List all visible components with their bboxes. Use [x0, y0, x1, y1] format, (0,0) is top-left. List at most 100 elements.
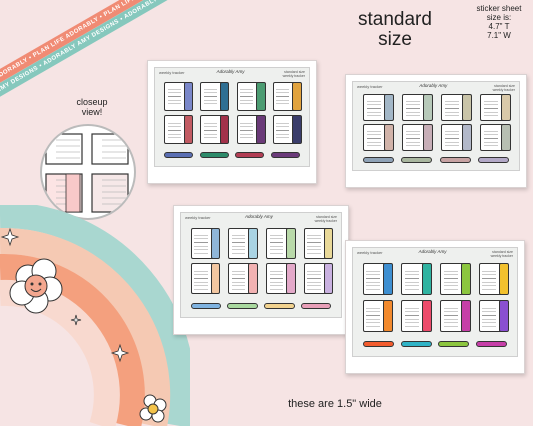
pen-row — [362, 156, 510, 165]
page-title: standard size — [345, 10, 445, 50]
sheet-name: weekly tracker — [159, 70, 185, 75]
notepad-strip — [256, 81, 266, 111]
notepad-lines — [167, 119, 181, 141]
notepad-lines — [444, 98, 459, 118]
caption: these are 1.5" wide — [288, 398, 382, 410]
notepad-sticker — [401, 300, 432, 333]
notepad-strip — [183, 115, 193, 145]
notepad-sticker — [480, 124, 512, 151]
notepad-sticker — [362, 300, 394, 333]
notepad-lines — [366, 98, 381, 118]
sheet-name: weekly tracker — [185, 215, 211, 220]
flower-small-icon — [139, 394, 167, 423]
notepad-lines — [307, 267, 321, 291]
notepad-lines — [194, 232, 208, 255]
notepad-lines — [443, 304, 458, 329]
notepad-strip — [183, 81, 193, 111]
notepad-lines — [240, 119, 254, 141]
sparkle-icon — [0, 227, 130, 363]
notepad-strip — [256, 115, 266, 145]
notepad-strip — [210, 263, 221, 295]
notepad-strip — [286, 263, 296, 295]
notepad-strip — [248, 263, 259, 295]
flower-icon — [9, 258, 63, 314]
notepad-sticker — [265, 263, 296, 295]
notepad-lines — [269, 232, 283, 255]
notepad-strip — [210, 227, 221, 259]
notepad-sticker — [362, 124, 394, 151]
notepad-strip — [323, 227, 334, 259]
notepad-sticker — [236, 81, 266, 111]
sheet-logo: Adorably Amy — [245, 214, 273, 219]
notepad-lines — [276, 119, 290, 141]
notepad-strip — [383, 300, 394, 333]
sheet-note: standard size weekly tracker — [492, 84, 515, 92]
pen-sticker — [199, 152, 229, 159]
notepad-sticker — [401, 263, 432, 296]
notepad-strip — [501, 124, 512, 151]
pen-sticker — [190, 302, 221, 309]
sheet-note: standard size weekly tracker — [282, 70, 305, 78]
notepad-strip — [501, 94, 512, 121]
notepad-sticker — [303, 263, 334, 295]
closeup-label: closeup view! — [62, 97, 122, 117]
notepad-sticker — [228, 227, 259, 259]
notepad-strip — [460, 300, 471, 333]
notepad-sticker — [440, 263, 471, 296]
notepad-sticker — [272, 81, 302, 111]
sticker-sheet: weekly tracker Adorably Amy standard size … — [147, 60, 317, 184]
notepad-lines — [240, 85, 254, 108]
notepad-sticker — [164, 115, 193, 145]
notepad-sticker — [480, 94, 512, 121]
notepad-strip — [383, 124, 394, 151]
pen-sticker — [301, 302, 332, 309]
sheet-logo: Adorably Amy — [216, 69, 245, 74]
pen-row — [190, 300, 332, 310]
sheet-logo: Adorably Amy — [418, 249, 447, 254]
size-info-width: 7.1" W — [487, 31, 511, 40]
sheet-name: weekly tracker — [357, 250, 383, 255]
notepad-strip — [422, 300, 432, 333]
pen-sticker — [227, 302, 258, 309]
notepad-sticker — [200, 81, 230, 111]
pen-sticker — [362, 157, 395, 164]
pen-sticker — [401, 157, 433, 164]
notepad-sticker — [164, 81, 193, 111]
sticker-grid — [190, 227, 334, 295]
sheet-note: standard size weekly tracker — [490, 250, 513, 258]
notepad-strip — [422, 263, 432, 296]
notepad-lines — [483, 128, 498, 148]
notepad-sticker — [200, 115, 230, 145]
notepad-sticker — [478, 300, 510, 333]
notepad-strip — [292, 115, 302, 145]
notepad-strip — [461, 94, 472, 121]
notepad-lines — [483, 98, 498, 118]
pen-sticker — [476, 341, 508, 348]
pen-sticker — [477, 157, 510, 164]
notepad-sticker — [478, 263, 510, 296]
notepad-lines — [231, 267, 246, 291]
notepad-sticker — [441, 94, 472, 121]
pen-sticker — [362, 341, 394, 348]
pen-sticker — [400, 341, 432, 348]
notepad-sticker — [440, 300, 471, 333]
notepad-sticker — [190, 227, 221, 259]
sheet-surface: weekly tracker Adorably Amy standard size … — [352, 247, 518, 357]
notepad-lines — [444, 128, 459, 148]
notepad-lines — [203, 119, 217, 141]
closeup-line-2: view! — [81, 107, 103, 117]
notepad-lines — [366, 128, 381, 148]
notepad-strip — [499, 300, 510, 333]
notepad-sticker — [441, 124, 472, 151]
sheet-size-info: sticker sheet size is: 4.7" T 7.1" W — [468, 4, 530, 40]
notepad-lines — [231, 232, 246, 255]
notepad-strip — [323, 263, 334, 295]
notepad-sticker — [303, 227, 334, 259]
closeup-illustration — [45, 133, 129, 213]
notepad-strip — [461, 124, 472, 151]
pen-sticker — [439, 157, 471, 164]
notepad-lines — [366, 304, 381, 329]
sheet-logo: Adorably Amy — [419, 83, 448, 88]
